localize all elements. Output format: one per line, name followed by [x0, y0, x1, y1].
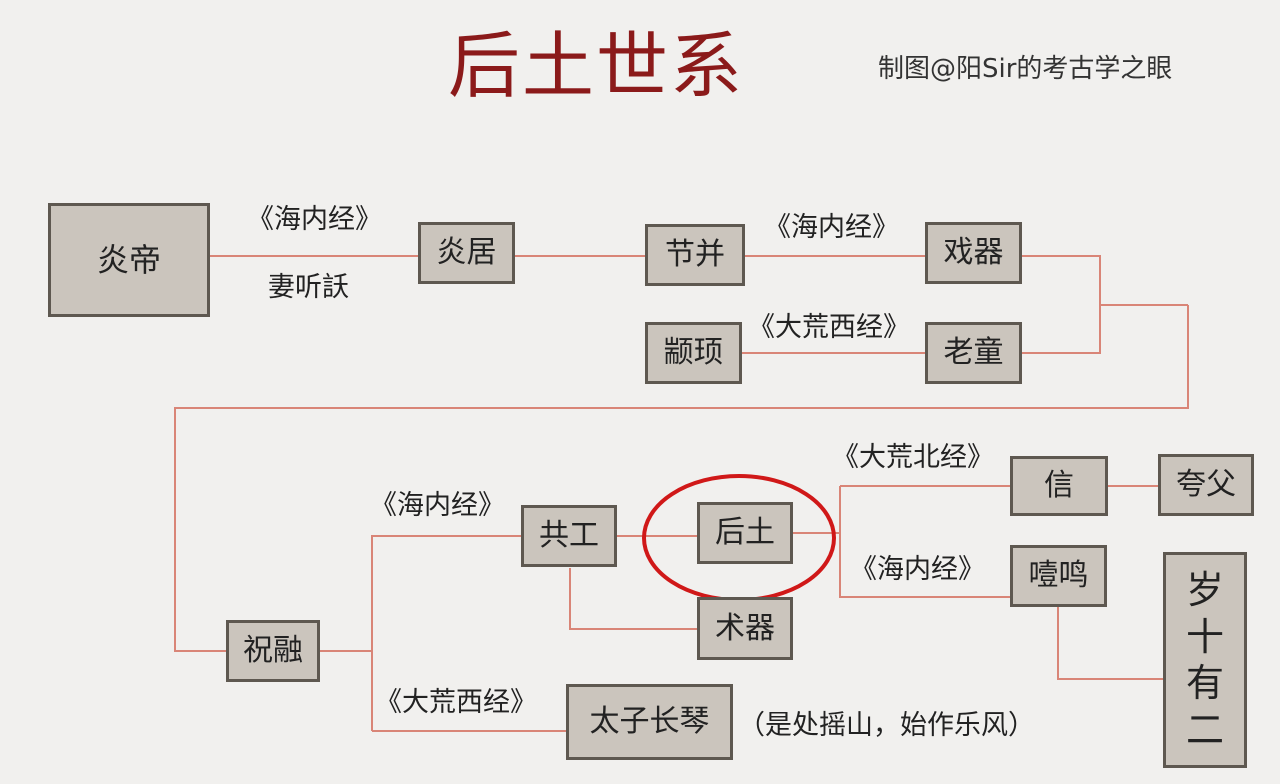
- node-xiqi: 戏器: [925, 222, 1022, 284]
- suishi-char-1: 岁: [1185, 568, 1224, 613]
- label-dahuangxi-1: 《大荒西经》: [748, 312, 910, 343]
- node-taizichangqin: 太子长琴: [566, 684, 733, 760]
- node-zhuanxu: 颛顼: [645, 322, 742, 384]
- credit-text: 制图@阳Sir的考古学之眼: [878, 54, 1173, 84]
- node-yeming: 噎鸣: [1010, 545, 1107, 607]
- label-hainei-3: 《海内经》: [370, 490, 505, 521]
- node-laotong: 老童: [925, 322, 1022, 384]
- label-dahuangbei: 《大荒北经》: [832, 442, 994, 473]
- node-zhurong: 祝融: [226, 620, 320, 682]
- node-houtu: 后土: [697, 502, 793, 564]
- node-shuqi: 术器: [697, 597, 793, 660]
- label-tingyao: 妻听訞: [268, 272, 349, 303]
- node-yandi: 炎帝: [48, 203, 210, 317]
- label-changqin-note: （是处摇山，始作乐风）: [738, 710, 1035, 741]
- suishi-char-2: 十: [1185, 614, 1224, 659]
- line-zhurong-gonggong: [371, 535, 521, 731]
- label-hainei-1: 《海内经》: [247, 204, 382, 235]
- line-yeming-suishi: [1057, 605, 1163, 680]
- node-kuafu: 夸父: [1158, 454, 1254, 516]
- node-jiebing: 节并: [645, 224, 745, 286]
- label-dahuangxi-2: 《大荒西经》: [375, 687, 537, 718]
- line-xiqi-bracket: [1022, 255, 1101, 354]
- label-hainei-4: 《海内经》: [850, 554, 985, 585]
- node-yanju: 炎居: [418, 222, 515, 284]
- node-suishiyouer: 岁 十 有 二: [1163, 552, 1247, 768]
- line-to-zhurong: [174, 305, 1189, 652]
- page-title: 后土世系: [448, 24, 745, 108]
- label-hainei-2: 《海内经》: [764, 212, 899, 243]
- node-xin: 信: [1010, 456, 1108, 516]
- line-houtu-xin-yeming: [839, 486, 1010, 598]
- node-gonggong: 共工: [521, 505, 617, 567]
- line-gonggong-shuqi: [569, 568, 697, 630]
- suishi-char-3: 有: [1185, 661, 1224, 706]
- suishi-char-4: 二: [1185, 707, 1224, 752]
